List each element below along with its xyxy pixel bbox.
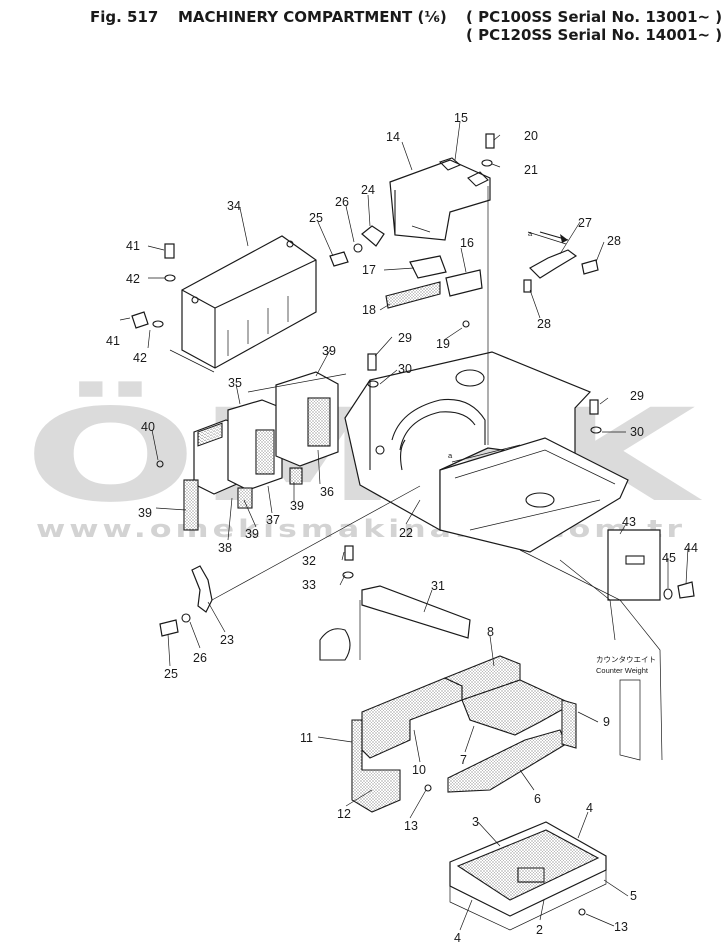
callout-30b: 30 <box>630 425 644 439</box>
serial-range-pc120ss: ( PC120SS Serial No. 14001~ ) <box>466 26 722 44</box>
callout-7: 7 <box>460 753 467 767</box>
callout-24: 24 <box>361 183 375 197</box>
callout-8: 8 <box>487 625 494 639</box>
callout-36: 36 <box>320 485 334 499</box>
callout-34: 34 <box>227 199 241 213</box>
figure-title: MACHINERY COMPARTMENT (⅙) <box>178 8 447 26</box>
callout-25b: 25 <box>164 667 178 681</box>
insulation-mats <box>351 655 577 813</box>
part-34-cover <box>169 235 317 373</box>
callout-26a: 26 <box>335 195 349 209</box>
callout-12: 12 <box>337 807 351 821</box>
hardware <box>131 133 695 916</box>
callout-39a: 39 <box>322 344 336 358</box>
part-43-panel <box>607 529 661 601</box>
callout-23: 23 <box>220 633 234 647</box>
callout-13a: 13 <box>404 819 418 833</box>
callout-31: 31 <box>431 579 445 593</box>
callout-29b: 29 <box>630 389 644 403</box>
view-a-label-hood: a <box>448 451 453 460</box>
callout-35: 35 <box>228 376 242 390</box>
callout-38: 38 <box>218 541 232 555</box>
counter-weight-jp: カウンタウエイト <box>596 655 656 664</box>
figure-header: Fig. 517 MACHINERY COMPARTMENT (⅙) ( PC1… <box>0 0 722 48</box>
callout-6: 6 <box>534 792 541 806</box>
callout-20: 20 <box>524 129 538 143</box>
callout-26b: 26 <box>193 651 207 665</box>
serial-range-pc100ss: ( PC100SS Serial No. 13001~ ) <box>466 8 722 26</box>
part-14-bracket <box>389 157 491 241</box>
figure-number: Fig. 517 <box>90 8 159 26</box>
callout-32: 32 <box>302 554 316 568</box>
filter-panels-left <box>183 371 339 531</box>
callout-25a: 25 <box>309 211 323 225</box>
view-a-label: a <box>528 229 533 238</box>
callout-4a: 4 <box>586 801 593 815</box>
callout-16: 16 <box>460 236 474 250</box>
callout-22: 22 <box>399 526 413 540</box>
callout-39b: 39 <box>138 506 152 520</box>
callout-3: 3 <box>472 815 479 829</box>
callout-40: 40 <box>141 420 155 434</box>
callout-43: 43 <box>622 515 636 529</box>
callout-27: 27 <box>578 216 592 230</box>
callout-39d: 39 <box>290 499 304 513</box>
callout-2: 2 <box>536 923 543 937</box>
callout-28a: 28 <box>607 234 621 248</box>
callout-42b: 42 <box>133 351 147 365</box>
callout-15: 15 <box>454 111 468 125</box>
callout-21: 21 <box>524 163 538 177</box>
callout-10: 10 <box>412 763 426 777</box>
callout-42a: 42 <box>126 272 140 286</box>
callout-14: 14 <box>386 130 400 144</box>
part-31-bracket <box>359 585 471 660</box>
callout-39c: 39 <box>245 527 259 541</box>
callout-5: 5 <box>630 889 637 903</box>
callout-4b: 4 <box>454 931 461 944</box>
callout-17: 17 <box>362 263 376 277</box>
counter-weight-en: Counter Weight <box>596 666 649 675</box>
callout-9: 9 <box>603 715 610 729</box>
view-a-arrow: a <box>528 229 569 243</box>
leader-lines <box>119 121 689 931</box>
callout-numbers: 14 15 20 21 24 26 25 34 41 42 41 42 16 1… <box>106 111 698 944</box>
callout-44: 44 <box>684 541 698 555</box>
watermark-url: www.omekismakinalari.com.tr <box>36 515 686 543</box>
callout-29a: 29 <box>398 331 412 345</box>
callout-41a: 41 <box>126 239 140 253</box>
top-cover <box>439 437 629 553</box>
callout-30a: 30 <box>398 362 412 376</box>
callout-28b: 28 <box>537 317 551 331</box>
callout-37: 37 <box>266 513 280 527</box>
callout-11: 11 <box>300 731 313 745</box>
callout-33: 33 <box>302 578 316 592</box>
engine-hood: a <box>344 351 592 532</box>
callout-18: 18 <box>362 303 376 317</box>
callout-19: 19 <box>436 337 450 351</box>
bottom-box <box>449 821 607 931</box>
callout-41b: 41 <box>106 334 120 348</box>
callout-13b: 13 <box>614 920 628 934</box>
counter-weight: カウンタウエイト Counter Weight <box>519 549 663 761</box>
callout-45: 45 <box>662 551 676 565</box>
